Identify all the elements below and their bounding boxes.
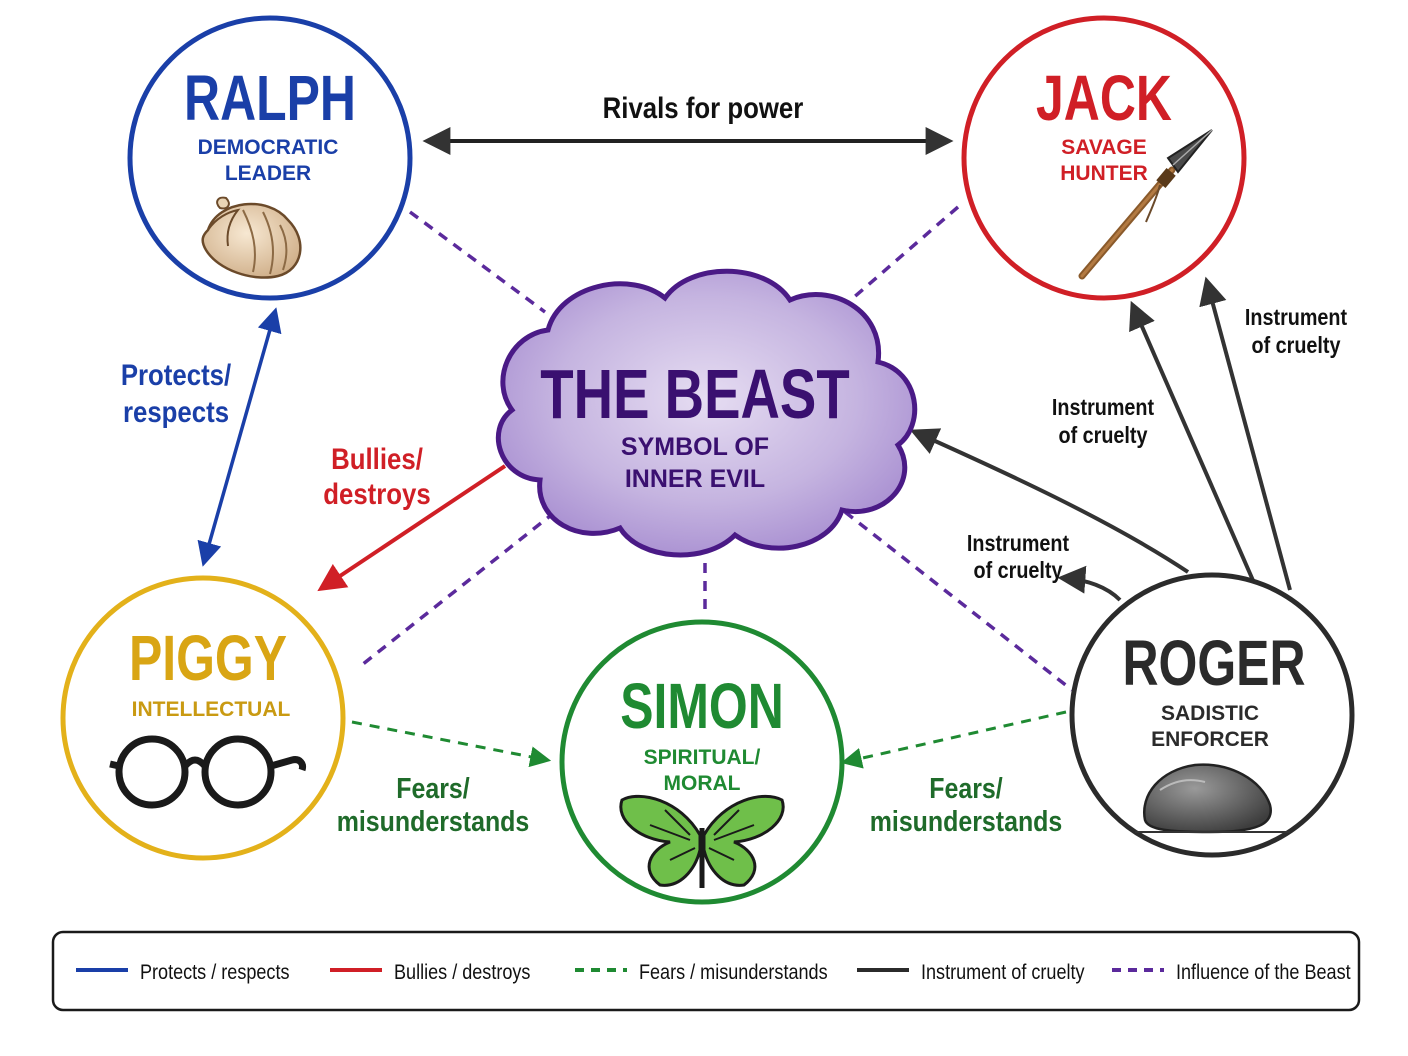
protects-arrow bbox=[197, 307, 282, 567]
piggy-node: PIGGY INTELLECTUAL bbox=[60, 575, 346, 861]
cruelty-label-low-line1: Instrument bbox=[967, 531, 1069, 557]
roger-circle bbox=[1069, 572, 1355, 858]
influence-line-roger bbox=[843, 510, 1074, 692]
piggy-role-line1: INTELLECTUAL bbox=[132, 698, 291, 721]
rock-icon bbox=[1135, 763, 1290, 834]
fears-labels: Fears/ misunderstands Fears/ misundersta… bbox=[337, 772, 1063, 837]
bullies-label-line1: Bullies/ bbox=[331, 442, 423, 475]
cruelty-label-top-line1: Instrument bbox=[1245, 305, 1347, 331]
cruelty-arrow-jack-2 bbox=[1129, 300, 1257, 586]
butterfly-icon bbox=[619, 794, 785, 888]
protects-label: Protects/ respects bbox=[121, 358, 232, 428]
cruelty-label-mid-line1: Instrument bbox=[1052, 395, 1154, 421]
rivals-label: Rivals for power bbox=[603, 91, 804, 124]
bullies-label: Bullies/ destroys bbox=[323, 442, 431, 510]
simon-circle bbox=[559, 619, 845, 905]
ralph-node: RALPH DEMOCRATIC LEADER bbox=[127, 15, 413, 301]
fears-left-line2: misunderstands bbox=[337, 805, 530, 837]
legend-label-2: Fears / misunderstands bbox=[639, 961, 828, 985]
ralph-circle bbox=[127, 15, 413, 301]
legend-label-1: Bullies / destroys bbox=[394, 961, 531, 985]
simon-name: SIMON bbox=[620, 671, 784, 742]
influence-lines bbox=[356, 205, 1074, 692]
simon-node: SIMON SPIRITUAL/ MORAL bbox=[559, 619, 845, 905]
legend-items: Protects / respects Bullies / destroys Fea… bbox=[76, 961, 1351, 985]
jack-circle bbox=[961, 15, 1247, 301]
bullies-label-line2: destroys bbox=[323, 477, 431, 510]
influence-line-piggy bbox=[356, 510, 557, 670]
jack-node: JACK SAVAGE HUNTER bbox=[961, 15, 1247, 301]
beast-node: THE BEAST SYMBOL OF INNER EVIL bbox=[495, 268, 918, 558]
roger-role-line1: SADISTIC bbox=[1161, 702, 1259, 725]
roger-node: ROGER SADISTIC ENFORCER bbox=[1069, 572, 1355, 858]
cruelty-arrow-jack-1 bbox=[1199, 276, 1292, 591]
simon-role-line1: SPIRITUAL/ bbox=[644, 746, 761, 769]
fears-arrow-piggy bbox=[351, 720, 552, 768]
cruelty-label-mid-line2: of cruelty bbox=[1059, 423, 1148, 449]
piggy-circle bbox=[60, 575, 346, 861]
beast-title: THE BEAST bbox=[540, 356, 849, 434]
cruelty-labels: Instrument of cruelty Instrument of crue… bbox=[967, 305, 1347, 584]
roger-role-line2: ENFORCER bbox=[1151, 728, 1269, 751]
beast-subtitle-line2: INNER EVIL bbox=[625, 465, 765, 493]
cruelty-label-low-line2: of cruelty bbox=[974, 558, 1063, 584]
spear-icon bbox=[1078, 129, 1213, 280]
cloud-icon bbox=[495, 268, 918, 558]
simon-role-line2: MORAL bbox=[664, 772, 741, 795]
legend-label-4: Influence of the Beast bbox=[1176, 961, 1351, 985]
bullies-arrow bbox=[317, 464, 507, 592]
protects-label-line2: respects bbox=[123, 395, 229, 428]
fears-right-line1: Fears/ bbox=[929, 772, 1003, 804]
legend: Protects / respects Bullies / destroys Fea… bbox=[51, 930, 1361, 1012]
fears-left-line1: Fears/ bbox=[396, 772, 470, 804]
conch-shell-icon bbox=[201, 196, 302, 279]
ralph-role-line2: LEADER bbox=[225, 162, 311, 185]
legend-label-3: Instrument of cruelty bbox=[921, 961, 1085, 985]
cruelty-arrow-small bbox=[1057, 565, 1122, 602]
roger-name: ROGER bbox=[1122, 628, 1305, 699]
protects-label-line1: Protects/ bbox=[121, 358, 232, 391]
cruelty-arrows bbox=[909, 276, 1292, 602]
ralph-role-line1: DEMOCRATIC bbox=[198, 136, 339, 159]
jack-name: JACK bbox=[1036, 63, 1172, 134]
piggy-name: PIGGY bbox=[129, 623, 287, 694]
ralph-name: RALPH bbox=[184, 63, 356, 134]
glasses-icon bbox=[109, 735, 306, 809]
fears-arrow-roger bbox=[840, 710, 1067, 769]
fears-right-line2: misunderstands bbox=[870, 805, 1063, 837]
beast-subtitle-line1: SYMBOL OF bbox=[621, 433, 769, 461]
fears-arrows bbox=[351, 710, 1067, 769]
influence-line-ralph bbox=[408, 210, 547, 314]
influence-line-jack bbox=[843, 205, 960, 307]
cruelty-label-top-line2: of cruelty bbox=[1252, 333, 1341, 359]
legend-box bbox=[51, 930, 1361, 1012]
jack-role-line1: SAVAGE bbox=[1061, 136, 1147, 159]
cruelty-arrow-beast bbox=[909, 428, 1190, 574]
legend-label-0: Protects / respects bbox=[140, 961, 290, 985]
jack-role-line2: HUNTER bbox=[1060, 162, 1148, 185]
